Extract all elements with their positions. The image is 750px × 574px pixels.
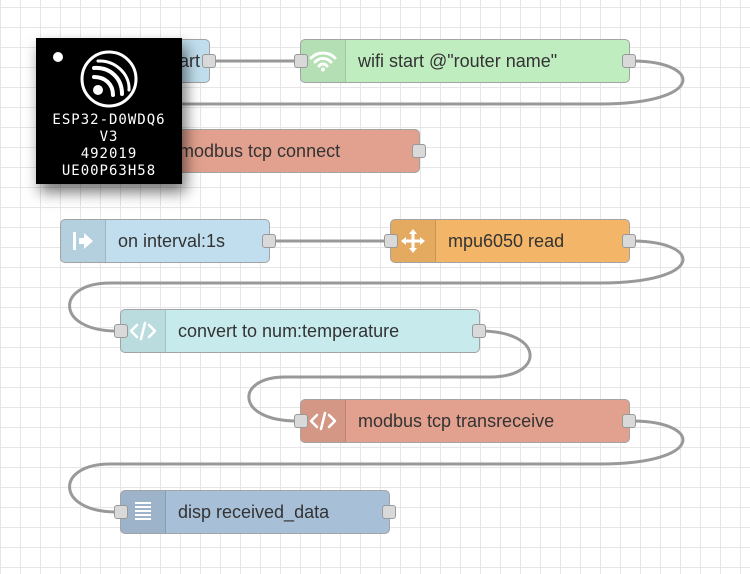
transreceive-input-port[interactable]	[294, 414, 308, 428]
esp32-chip-image: ESP32-D0WDQ6 V3 492019 UE00P63H58	[36, 38, 182, 184]
wifi-icon	[301, 40, 346, 82]
interval-node[interactable]: on interval:1s	[60, 219, 276, 263]
wifi-output-port[interactable]	[622, 54, 636, 68]
wire-transreceive-disp	[68, 419, 685, 514]
start-output-port[interactable]	[202, 54, 216, 68]
mpu-node[interactable]: mpu6050 read	[384, 219, 636, 263]
mpu-node-label: mpu6050 read	[448, 230, 565, 251]
chip-lot: UE00P63H58	[61, 163, 157, 179]
disp-input-port[interactable]	[114, 505, 128, 519]
wifi-node-label: wifi start @"router name"	[358, 50, 558, 71]
wire-wifi-modbus-connect	[180, 59, 685, 106]
disp-node[interactable]: disp received_data	[114, 490, 396, 534]
modbus-connect-output-port[interactable]	[412, 144, 426, 158]
transreceive-node-label: modbus tcp transreceive	[358, 410, 555, 431]
mpu-input-port[interactable]	[384, 234, 398, 248]
code-icon	[301, 400, 346, 442]
transreceive-node[interactable]: modbus tcp transreceive	[294, 399, 636, 443]
chip-date-code: 492019	[80, 146, 138, 162]
wifi-input-port[interactable]	[294, 54, 308, 68]
wire-mpu-convert	[68, 239, 685, 333]
convert-node-label: convert to num:temperature	[178, 320, 400, 341]
convert-input-port[interactable]	[114, 324, 128, 338]
interval-node-label: on interval:1s	[118, 230, 226, 251]
list-icon	[121, 491, 166, 533]
arrow-in-icon	[61, 220, 106, 262]
disp-node-label: disp received_data	[178, 501, 330, 522]
wifi-node[interactable]: wifi start @"router name"	[294, 39, 636, 83]
disp-output-port[interactable]	[382, 505, 396, 519]
chip-model: ESP32-D0WDQ6	[52, 112, 166, 128]
code-icon	[121, 310, 166, 352]
modbus-connect-node-label: modbus tcp connect	[179, 140, 341, 161]
convert-node[interactable]: convert to num:temperature	[114, 309, 486, 353]
move-arrows-icon	[391, 220, 436, 262]
chip-version: V3	[99, 129, 119, 145]
transreceive-output-port[interactable]	[622, 414, 636, 428]
wire-convert-transreceive	[247, 329, 532, 423]
pin1-marker	[53, 52, 63, 62]
espressif-logo-icon	[80, 50, 138, 108]
convert-output-port[interactable]	[472, 324, 486, 338]
mpu-output-port[interactable]	[622, 234, 636, 248]
interval-output-port[interactable]	[262, 234, 276, 248]
